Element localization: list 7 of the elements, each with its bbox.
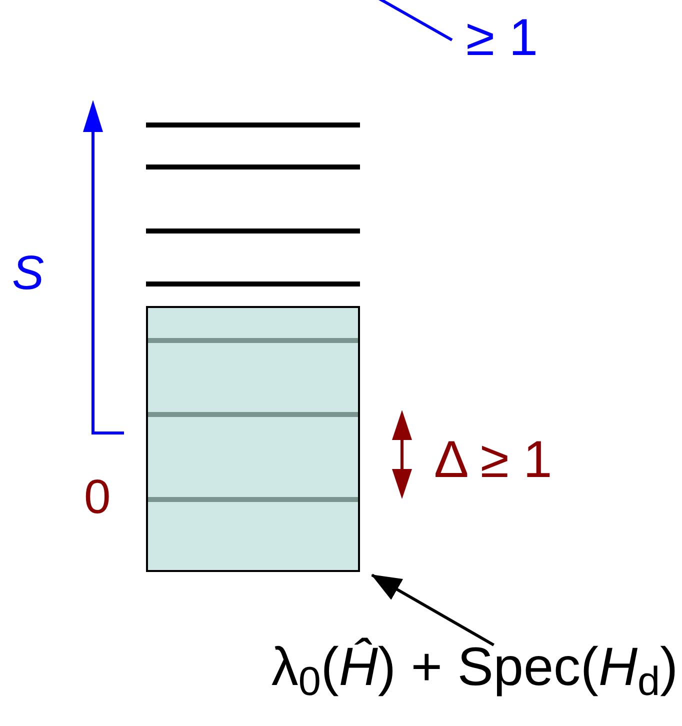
axis-label: S: [12, 250, 44, 298]
spectrum-band: [146, 306, 360, 572]
leader-line: [371, 574, 494, 646]
zero-label: 0: [84, 474, 111, 522]
gap-label: Δ ≥ 1: [434, 434, 552, 486]
formula-label: λ$_{0}$(Ĥ) + Spec(H$_{d}$): [271, 640, 678, 694]
inequality-label: ≥ 1: [466, 12, 538, 64]
